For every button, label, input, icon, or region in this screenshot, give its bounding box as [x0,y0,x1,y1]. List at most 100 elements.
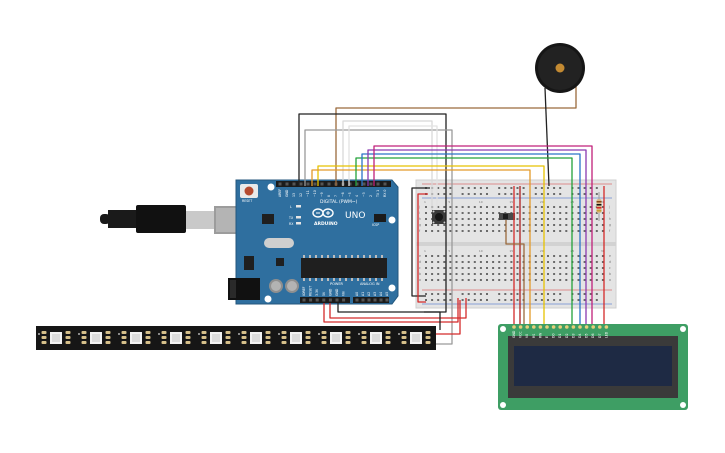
breadboard-hole[interactable] [601,224,604,226]
breadboard-hole[interactable] [534,206,537,208]
breadboard-hole[interactable] [449,230,452,232]
breadboard-hole[interactable] [461,273,464,275]
pushbutton[interactable] [432,210,446,224]
breadboard-hole[interactable] [455,212,458,214]
header-pin[interactable] [369,182,373,186]
breadboard-hole[interactable] [516,261,519,263]
breadboard-hole[interactable] [577,230,580,232]
breadboard-hole[interactable] [540,267,543,269]
breadboard-hole[interactable] [565,218,568,220]
breadboard-hole[interactable] [559,230,562,232]
breadboard-hole[interactable] [547,273,549,275]
breadboard-hole[interactable] [449,218,452,220]
header-pin[interactable] [285,182,289,186]
breadboard-hole[interactable] [589,279,592,281]
header-pin[interactable] [342,298,346,302]
breadboard-hole[interactable] [498,230,501,232]
breadboard-hole[interactable] [595,255,598,257]
breadboard-hole[interactable] [479,230,482,232]
breadboard-hole[interactable] [443,206,446,208]
breadboard-hole[interactable] [547,230,549,232]
header-pin[interactable] [313,182,317,186]
breadboard-hole[interactable] [498,255,501,257]
breadboard-hole[interactable] [516,255,519,257]
breadboard-hole[interactable] [601,255,604,257]
header-pin[interactable] [376,182,380,186]
breadboard-hole[interactable] [547,212,549,214]
breadboard-hole[interactable] [455,261,458,263]
header-pin[interactable] [292,182,296,186]
breadboard-hole[interactable] [479,273,482,275]
breadboard-hole[interactable] [492,261,495,263]
breadboard-hole[interactable] [559,273,562,275]
breadboard-hole[interactable] [473,279,476,281]
header-pin[interactable] [348,182,352,186]
breadboard-hole[interactable] [467,230,470,232]
breadboard-hole[interactable] [486,212,488,214]
breadboard-hole[interactable] [473,267,476,269]
breadboard-hole[interactable] [589,255,592,257]
breadboard-hole[interactable] [601,273,604,275]
breadboard-hole[interactable] [461,279,464,281]
breadboard-hole[interactable] [467,267,470,269]
breadboard-hole[interactable] [595,212,598,214]
breadboard-hole[interactable] [498,279,501,281]
breadboard-hole[interactable] [516,212,519,214]
breadboard-hole[interactable] [516,279,519,281]
breadboard-hole[interactable] [492,279,495,281]
breadboard-hole[interactable] [547,267,549,269]
breadboard-hole[interactable] [553,206,556,208]
breadboard-hole[interactable] [479,218,482,220]
breadboard-hole[interactable] [479,279,482,281]
breadboard-hole[interactable] [553,273,556,275]
breadboard-hole[interactable] [589,218,592,220]
breadboard-hole[interactable] [431,230,434,232]
breadboard-hole[interactable] [540,212,543,214]
breadboard-hole[interactable] [443,279,446,281]
breadboard-hole[interactable] [492,212,495,214]
lcd-pin[interactable] [591,325,595,329]
breadboard-hole[interactable] [443,224,446,226]
breadboard-hole[interactable] [492,206,495,208]
breadboard-hole[interactable] [565,224,568,226]
breadboard-hole[interactable] [565,279,568,281]
breadboard-hole[interactable] [577,224,580,226]
breadboard-hole[interactable] [455,279,458,281]
breadboard-hole[interactable] [595,279,598,281]
breadboard-hole[interactable] [437,261,440,263]
breadboard-hole[interactable] [455,224,458,226]
breadboard-hole[interactable] [577,279,580,281]
breadboard-hole[interactable] [583,279,586,281]
breadboard-hole[interactable] [540,230,543,232]
breadboard-hole[interactable] [589,212,592,214]
breadboard-hole[interactable] [540,273,543,275]
header-pin[interactable] [335,298,339,302]
lcd-pin[interactable] [525,325,529,329]
breadboard-hole[interactable] [504,224,507,226]
breadboard-hole[interactable] [577,218,580,220]
breadboard-hole[interactable] [559,212,562,214]
breadboard-hole[interactable] [577,212,580,214]
breadboard-hole[interactable] [492,218,495,220]
breadboard-hole[interactable] [455,206,458,208]
breadboard-hole[interactable] [461,218,464,220]
breadboard-hole[interactable] [577,273,580,275]
breadboard-hole[interactable] [486,218,488,220]
header-pin[interactable] [306,182,310,186]
breadboard-hole[interactable] [547,206,549,208]
breadboard-hole[interactable] [534,267,537,269]
breadboard-hole[interactable] [473,273,476,275]
breadboard-hole[interactable] [437,279,440,281]
breadboard-hole[interactable] [601,279,604,281]
breadboard-hole[interactable] [540,279,543,281]
breadboard-hole[interactable] [565,212,568,214]
breadboard-hole[interactable] [516,267,519,269]
lcd-pin[interactable] [512,325,516,329]
breadboard-hole[interactable] [425,224,427,226]
breadboard-hole[interactable] [510,279,513,281]
breadboard-hole[interactable] [449,273,452,275]
breadboard-hole[interactable] [504,273,507,275]
breadboard-hole[interactable] [534,218,537,220]
breadboard-hole[interactable] [522,224,525,226]
breadboard-hole[interactable] [492,230,495,232]
